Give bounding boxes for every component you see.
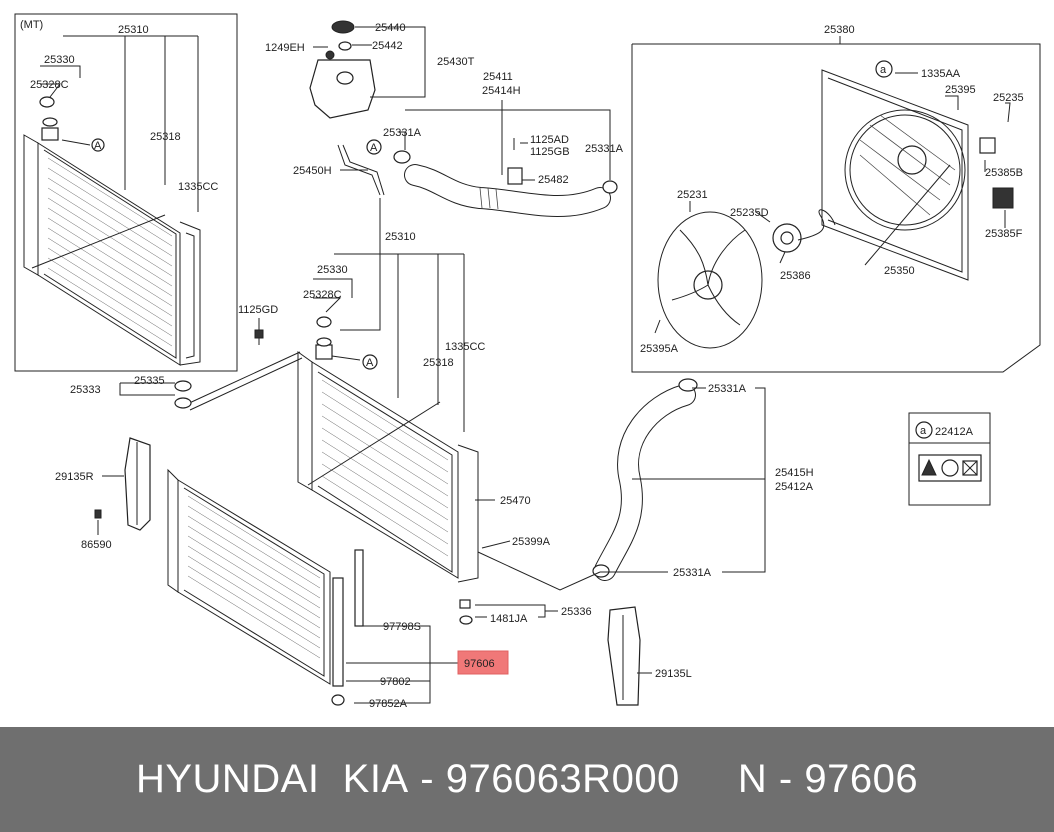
callout-1125gb: 1125GB (530, 146, 570, 158)
callout-25399a: 25399A (512, 536, 551, 548)
highlight-97606 (457, 650, 509, 675)
callout-25450h: 25450H (293, 165, 332, 177)
callout-25333: 25333 (70, 384, 101, 396)
spacer (680, 757, 738, 802)
callout-29135l: 29135L (655, 668, 692, 680)
mt-leader-lines (40, 35, 199, 212)
main-radiator-drawing (297, 316, 479, 625)
callout-97802: 97802 (380, 676, 411, 688)
separator: - (408, 757, 446, 801)
marker-A-main: A (366, 357, 374, 369)
callout-1335cc-inset: 1335CC (178, 181, 218, 193)
callout-25440: 25440 (375, 22, 406, 34)
marker-a-fan: a (880, 64, 887, 76)
callout-25318-inset: 25318 (150, 131, 181, 143)
callout-1249eh: 1249EH (265, 42, 305, 54)
callout-25380: 25380 (824, 24, 855, 36)
callout-25331a-top-right: 25331A (585, 143, 624, 155)
diagram-prefix: N (737, 757, 768, 801)
callout-25395a: 25395A (640, 343, 679, 355)
marker-A-upper-hose: A (370, 142, 378, 154)
oem-part-number: 976063R000 (445, 757, 680, 801)
mt-inset-frame (14, 13, 238, 372)
callout-25411: 25411 (483, 71, 513, 83)
callout-25482: 25482 (538, 174, 569, 186)
parts-diagram: (MT) 25310 25330 25328C 25318 1335CC (14, 13, 1041, 710)
mt-radiator-drawing (23, 96, 201, 366)
callout-25331a-hose-top: 25331A (708, 383, 747, 395)
callout-25330-inset: 25330 (44, 54, 75, 66)
callout-25335: 25335 (134, 375, 165, 387)
callout-25385f: 25385F (985, 228, 1023, 240)
callout-25336: 25336 (561, 606, 592, 618)
callout-29135r: 29135R (55, 471, 94, 483)
callout-25235d: 25235D (730, 207, 769, 219)
callout-25235: 25235 (993, 92, 1024, 104)
callout-25470: 25470 (500, 495, 531, 507)
callout-25231: 25231 (677, 189, 708, 201)
brand-name: HYUNDAI KIA (135, 757, 409, 801)
callout-22412a: 22412A (935, 426, 974, 438)
diagram-code: 97606 (804, 757, 919, 801)
callout-97798s: 97798S (383, 621, 421, 633)
separator: - (767, 757, 805, 801)
marker-A-inset: A (94, 140, 102, 152)
callout-1335aa: 1335AA (921, 68, 961, 80)
callout-1125ad: 1125AD (530, 134, 569, 146)
callout-25412a: 25412A (775, 481, 814, 493)
callout-1335cc-main: 1335CC (445, 341, 485, 353)
marker-a-box: a (920, 425, 927, 437)
callout-25328c-inset: 25328C (30, 79, 69, 91)
callout-97606: 97606 (464, 658, 495, 670)
callout-25328c-main: 25328C (303, 289, 342, 301)
reservoir-drawing (309, 20, 385, 196)
callout-25310-inset: 25310 (118, 24, 149, 36)
callout-86590: 86590 (81, 539, 112, 551)
callout-25414h: 25414H (482, 85, 521, 97)
callout-25385b: 25385B (985, 167, 1023, 179)
callout-25350: 25350 (884, 265, 915, 277)
callout-25442: 25442 (372, 40, 403, 52)
callout-25430t: 25430T (437, 56, 475, 68)
callout-25386: 25386 (780, 270, 811, 282)
callout-25415h: 25415H (775, 467, 814, 479)
callout-25330-main: 25330 (317, 264, 348, 276)
lower-hose-drawing (592, 378, 698, 581)
callout-25310-main: 25310 (385, 231, 416, 243)
callout-25331a-top-left: 25331A (383, 127, 422, 139)
air-guard-left-drawing (607, 606, 641, 706)
fan-shroud-drawing (657, 69, 1014, 349)
air-guard-right-drawing (94, 437, 151, 531)
mt-label: (MT) (20, 19, 43, 31)
part-number-banner: HYUNDAI KIA - 976063R000 N - 97606 (0, 727, 1054, 832)
upper-hose-drawing (393, 138, 618, 217)
callout-97852a: 97852A (369, 698, 408, 710)
callout-1125gd: 1125GD (238, 304, 278, 316)
callout-25318-main: 25318 (423, 357, 454, 369)
callout-25395: 25395 (945, 84, 976, 96)
condenser-drawing (167, 468, 364, 706)
callout-1481ja: 1481JA (490, 613, 528, 625)
callout-25331a-hose-bottom: 25331A (673, 567, 712, 579)
